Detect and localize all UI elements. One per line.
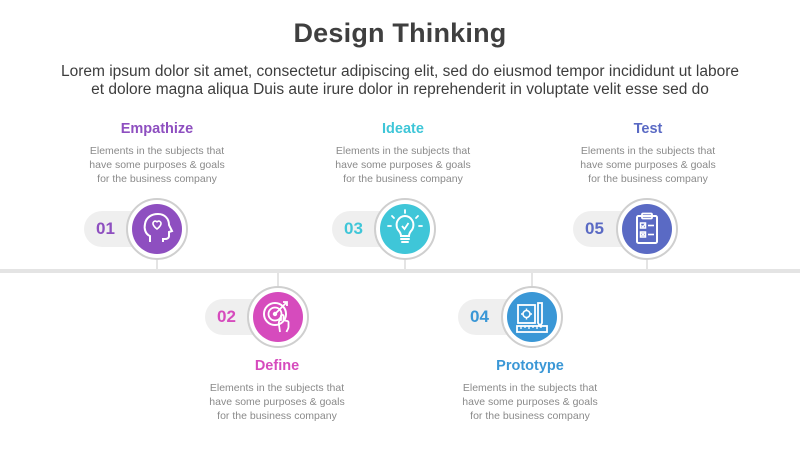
connector-02 xyxy=(277,271,279,287)
step-05-desc-line: for the business company xyxy=(588,173,708,185)
step-04-disc xyxy=(507,292,557,342)
step-05-circle xyxy=(616,198,678,260)
step-04-desc-line: Elements in the subjects that xyxy=(462,382,598,394)
step-04-number: 04 xyxy=(470,307,489,326)
connector-01 xyxy=(156,260,158,272)
subtitle-line-2: et dolore magna aliqua Duis aute irure d… xyxy=(91,81,709,98)
step-04-desc-line: for the business company xyxy=(470,410,590,422)
timeline-line xyxy=(0,269,800,273)
step-02-number: 02 xyxy=(217,307,236,326)
step-05-desc-line: have some purposes & goals xyxy=(580,159,716,171)
step-03-desc-line: have some purposes & goals xyxy=(335,159,471,171)
step-04-title: Prototype xyxy=(496,358,564,374)
step-03-circle xyxy=(374,198,436,260)
step-02-desc-line: Elements in the subjects that xyxy=(209,382,345,394)
step-02-desc-line: for the business company xyxy=(217,410,337,422)
page-subtitle: Lorem ipsum dolor sit amet, consectetur … xyxy=(20,63,780,99)
checklist-clipboard-icon xyxy=(636,212,658,244)
step-02-disc xyxy=(253,292,303,342)
prototype-tools-icon xyxy=(516,302,548,333)
step-05-disc xyxy=(622,204,672,254)
connector-03 xyxy=(404,260,406,272)
step-05-number: 05 xyxy=(585,219,604,238)
step-02-desc-line: have some purposes & goals xyxy=(209,396,345,408)
step-03-desc-line: for the business company xyxy=(343,173,463,185)
connector-05 xyxy=(646,260,648,272)
step-04-desc-line: have some purposes & goals xyxy=(462,396,598,408)
step-02-circle xyxy=(247,286,309,348)
step-05-desc-line: Elements in the subjects that xyxy=(580,145,716,157)
step-01-desc-line: have some purposes & goals xyxy=(89,159,225,171)
step-02-title: Define xyxy=(254,358,300,374)
step-05-description: Elements in the subjects that have some … xyxy=(548,144,748,186)
step-04-circle xyxy=(501,286,563,348)
step-01-desc-line: for the business company xyxy=(97,173,217,185)
page-title: Design Thinking xyxy=(293,18,507,48)
target-hand-icon xyxy=(263,301,290,333)
step-01-title: Empathize xyxy=(120,121,194,137)
step-01-disc xyxy=(132,204,182,254)
step-03-number: 03 xyxy=(344,219,363,238)
connector-04 xyxy=(531,271,533,287)
step-01-circle xyxy=(126,198,188,260)
step-03-title: Ideate xyxy=(382,121,424,137)
subtitle-line-1: Lorem ipsum dolor sit amet, consectetur … xyxy=(60,63,740,80)
step-03-disc xyxy=(380,204,430,254)
step-04-description: Elements in the subjects that have some … xyxy=(430,381,630,423)
step-01-number: 01 xyxy=(96,219,115,238)
step-05-title: Test xyxy=(633,121,663,137)
step-03-desc-line: Elements in the subjects that xyxy=(335,145,471,157)
lightbulb-icon xyxy=(387,209,423,243)
head-heart-icon xyxy=(143,212,174,242)
step-01-description: Elements in the subjects that have some … xyxy=(57,144,257,186)
step-01-desc-line: Elements in the subjects that xyxy=(89,145,225,157)
step-02-description: Elements in the subjects that have some … xyxy=(177,381,377,423)
step-03-description: Elements in the subjects that have some … xyxy=(303,144,503,186)
